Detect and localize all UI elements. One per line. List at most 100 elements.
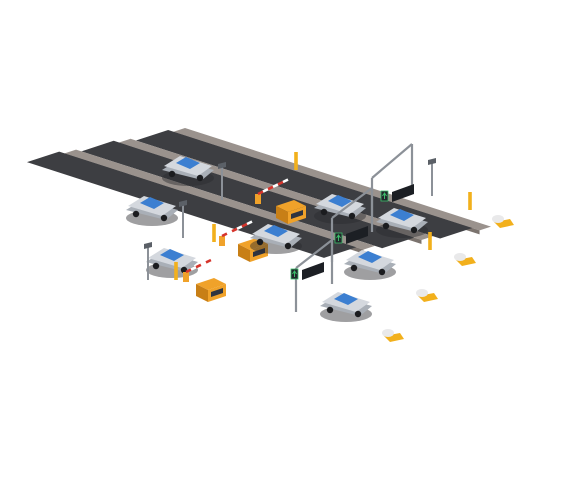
car-windshield xyxy=(358,251,382,263)
car-windshield xyxy=(160,249,184,261)
arrow-glyph xyxy=(336,234,341,241)
barrier-arm-segment xyxy=(262,188,269,193)
booth-side xyxy=(238,244,250,262)
bollard-body xyxy=(428,232,432,250)
yellow-bollard xyxy=(468,192,472,210)
lane-arrow-icon xyxy=(290,268,299,280)
car xyxy=(126,196,178,226)
booth-roof xyxy=(276,200,306,212)
gantry-beam xyxy=(371,143,413,179)
car xyxy=(320,292,372,322)
yellow-bollard xyxy=(212,224,216,242)
car-wheel xyxy=(326,306,334,314)
car-wheel xyxy=(180,266,188,274)
car-wheel xyxy=(256,238,264,246)
car xyxy=(162,156,214,186)
lane-arrow-icon xyxy=(334,232,343,244)
booth-window xyxy=(291,210,303,219)
car-windshield xyxy=(328,195,352,207)
booth-side xyxy=(196,284,208,302)
barrier-arm-segment xyxy=(210,256,217,262)
barrier-arm-segment xyxy=(221,232,228,238)
car-windshield xyxy=(390,209,414,221)
car-windshield xyxy=(334,293,358,305)
camera-pole-icon xyxy=(144,242,152,280)
car-wheel xyxy=(168,170,176,178)
camera-pole-icon xyxy=(428,158,436,196)
car-wheel xyxy=(160,214,168,222)
barrier-gate xyxy=(183,256,217,282)
barrier-post xyxy=(183,272,189,282)
barrier-arm-segment xyxy=(190,266,197,271)
traffic-island xyxy=(64,149,375,250)
gantry-sign xyxy=(302,262,324,280)
traffic-island xyxy=(173,128,491,231)
camera-head xyxy=(218,162,226,169)
barrier-arm-segment xyxy=(241,222,248,228)
gantry-beam xyxy=(295,239,333,269)
barrier-arm-segment xyxy=(267,185,274,191)
toll-plaza-objects xyxy=(126,143,514,342)
barrier-gate xyxy=(219,220,253,246)
car-windshield xyxy=(176,157,200,169)
car-wheel xyxy=(320,208,328,216)
car xyxy=(314,194,366,224)
crash-cushion xyxy=(382,329,404,342)
booth-roof xyxy=(196,278,226,290)
arrow-glyph xyxy=(292,270,297,277)
bollard-body xyxy=(212,224,216,242)
road-lane xyxy=(135,130,473,239)
car xyxy=(250,224,302,254)
cushion-drum xyxy=(416,289,428,297)
booth-window xyxy=(211,288,223,297)
yellow-bollard xyxy=(428,232,432,250)
cushion-drum xyxy=(492,215,504,223)
car xyxy=(344,250,396,280)
bollard-body xyxy=(468,192,472,210)
car-windshield xyxy=(264,225,288,237)
barrier-arm-segment xyxy=(226,230,233,235)
toll-booth xyxy=(276,200,306,224)
barrier-arm-segment xyxy=(277,180,284,186)
cushion-drum xyxy=(454,253,466,261)
barrier-arm-segment xyxy=(246,220,253,226)
yellow-bollard xyxy=(174,262,178,280)
toll-booth xyxy=(196,278,226,302)
barrier-arm-segment xyxy=(195,263,202,269)
gantry-sign xyxy=(392,184,414,202)
car-wheel xyxy=(410,226,418,234)
barrier-gate xyxy=(255,178,289,204)
bollard-body xyxy=(294,152,298,170)
booth-window xyxy=(253,248,265,257)
car-wheel xyxy=(152,262,160,270)
gantry xyxy=(290,239,334,312)
car-wheel xyxy=(378,268,386,276)
arrow-glyph xyxy=(382,192,387,199)
barrier-post xyxy=(219,236,225,246)
car-wheel xyxy=(382,222,390,230)
crash-cushion xyxy=(416,289,438,302)
bollard-body xyxy=(174,262,178,280)
cushion-drum xyxy=(382,329,394,337)
car-wheel xyxy=(354,310,362,318)
barrier-arm-segment xyxy=(257,190,264,196)
barrier-arm-segment xyxy=(272,183,279,188)
camera-pole-icon xyxy=(179,200,187,238)
yellow-bollard xyxy=(294,152,298,170)
barrier-arm-segment xyxy=(231,227,238,233)
barrier-arm-segment xyxy=(205,258,212,264)
barrier-arm-segment xyxy=(185,268,192,274)
camera-head xyxy=(428,158,436,165)
car-wheel xyxy=(350,264,358,272)
car-wheel xyxy=(132,210,140,218)
lane-arrow-icon xyxy=(380,190,389,202)
crash-cushion xyxy=(492,215,514,228)
car xyxy=(146,248,198,278)
booth-side xyxy=(276,206,288,224)
car-wheel xyxy=(284,242,292,250)
crash-cushion xyxy=(454,253,476,266)
camera-head xyxy=(179,200,187,207)
car-windshield xyxy=(140,197,164,209)
gantry-beam xyxy=(331,187,373,219)
barrier-post xyxy=(255,194,261,204)
